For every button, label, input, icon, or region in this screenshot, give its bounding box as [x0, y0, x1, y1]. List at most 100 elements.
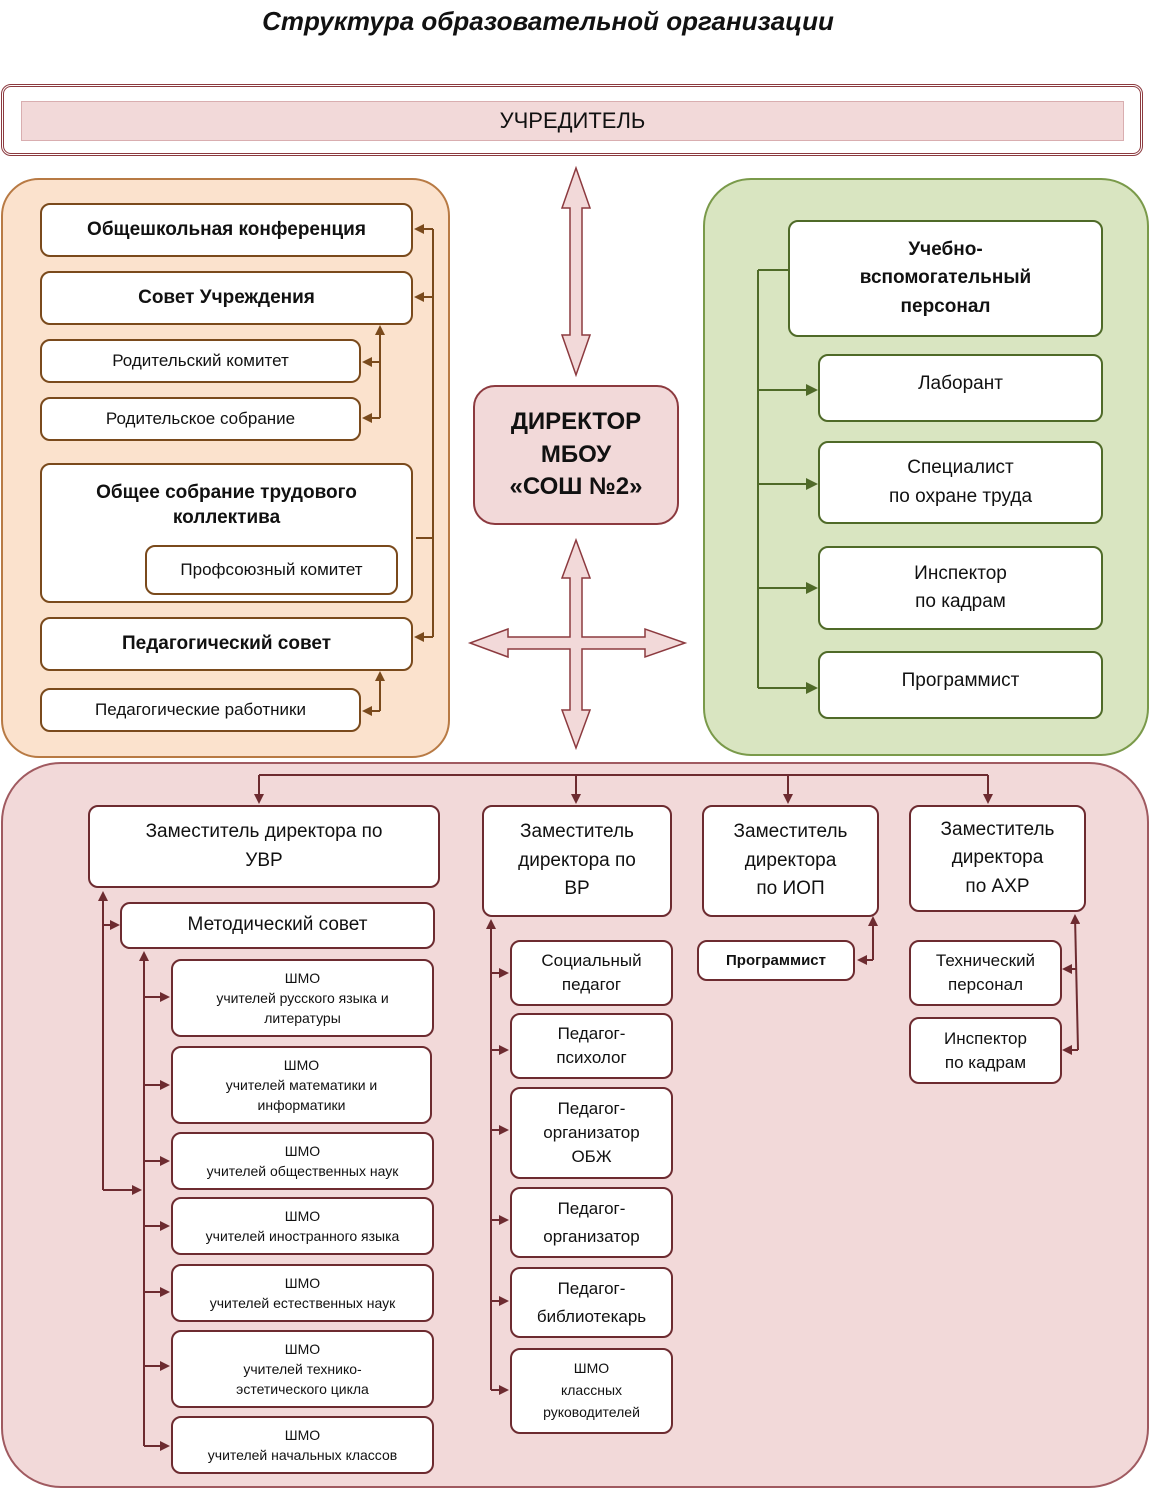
support-staff-label: Учебно-: [908, 238, 983, 260]
deputy-ahr-box: Заместитель директора по АХР: [909, 805, 1086, 912]
shmo-box: ШМО учителей русского языка и литературы: [171, 959, 434, 1037]
vr-item-box: Педагог- организатор ОБЖ: [510, 1087, 673, 1179]
vr-item-label: Педагог-: [557, 1024, 626, 1044]
deputy-iop-label: директора: [744, 849, 837, 871]
hr-inspector-label: по кадрам: [915, 591, 1006, 612]
deputies-connectors: [98, 774, 1081, 1451]
vr-item-box: Педагог- библиотекарь: [510, 1267, 673, 1338]
shmo-label: учителей технико-: [243, 1360, 362, 1377]
shmo-box: ШМО учителей технико- эстетического цикл…: [171, 1330, 434, 1408]
iop-programmer-box: Программист: [697, 940, 855, 981]
support-staff-connectors: [757, 269, 818, 694]
vr-item-label: Педагог-: [557, 1199, 626, 1219]
shmo-label: ШМО: [284, 1142, 321, 1159]
general-conference-box: Общешкольная конференция: [40, 203, 413, 257]
institution-council-label: Совет Учреждения: [138, 286, 315, 308]
vr-item-label: организатор: [543, 1123, 640, 1143]
safety-specialist-label: Специалист: [907, 457, 1014, 478]
page-title: Структура образовательной организации: [262, 6, 834, 36]
cross-arrow: [467, 537, 688, 751]
vr-item-label: педагог: [561, 975, 622, 994]
staff-meeting-label: коллектива: [172, 506, 281, 528]
ped-workers-box: Педагогические работники: [40, 688, 361, 732]
deputy-uvr-box: Заместитель директора по УВР: [88, 805, 440, 888]
director-line: «СОШ №2»: [509, 473, 643, 501]
parent-committee-label: Родительский комитет: [112, 350, 289, 370]
lab-assistant-box: Лаборант: [818, 354, 1103, 422]
programmer-box: Программист: [818, 651, 1103, 719]
shmo-label: учителей иностранного языка: [205, 1228, 400, 1244]
parent-meeting-box: Родительское собрание: [40, 397, 361, 441]
hr-inspector-label: Инспектор: [914, 562, 1007, 584]
ped-workers-label: Педагогические работники: [95, 699, 306, 719]
shmo-label: учителей начальных классов: [207, 1447, 398, 1463]
vr-item-label: ШМО: [573, 1360, 610, 1377]
vr-item-label: Социальный: [541, 951, 642, 971]
general-conference-label: Общешкольная конференция: [87, 218, 366, 240]
shmo-label: учителей русского языка и: [216, 989, 389, 1006]
shmo-label: информатики: [257, 1097, 346, 1114]
vr-item-box: ШМО классных руководителей: [510, 1348, 673, 1434]
ahr-item-label: Инспектор: [944, 1028, 1027, 1048]
founder-director-arrow: [560, 165, 592, 378]
vr-item-box: Педагог- психолог: [510, 1013, 673, 1079]
ahr-item-box: Технический персонал: [909, 940, 1062, 1006]
shmo-label: ШМО: [284, 1207, 321, 1224]
shmo-label: учителей естественных наук: [209, 1295, 396, 1311]
shmo-box: ШМО учителей общественных наук: [171, 1132, 434, 1190]
ped-council-box: Педагогический совет: [40, 617, 413, 671]
deputy-vr-label: Заместитель: [520, 821, 634, 843]
deputy-ahr-label: Заместитель: [940, 818, 1055, 840]
shmo-box: ШМО учителей естественных наук: [171, 1264, 434, 1322]
ahr-item-box: Инспектор по кадрам: [909, 1017, 1062, 1084]
deputy-vr-label: директора по: [518, 849, 636, 871]
institution-council-box: Совет Учреждения: [40, 271, 413, 325]
deputy-uvr-label: Заместитель директора по: [145, 821, 383, 842]
deputy-iop-box: Заместитель директора по ИОП: [702, 805, 879, 917]
shmo-label: учителей математики и: [225, 1076, 378, 1093]
support-staff-box: Учебно- вспомогательный персонал: [788, 220, 1103, 337]
shmo-label: эстетического цикла: [236, 1381, 369, 1398]
staff-meeting-label: Общее собрание трудового: [96, 482, 357, 503]
deputy-vr-box: Заместитель директора по ВР: [482, 805, 672, 917]
safety-specialist-box: Специалист по охране труда: [818, 441, 1103, 524]
shmo-label: ШМО: [284, 1274, 321, 1291]
trade-union-label: Профсоюзный комитет: [180, 559, 363, 579]
parent-meeting-label: Родительское собрание: [105, 408, 296, 428]
deputy-ahr-label: директора: [951, 847, 1044, 869]
shmo-box: ШМО учителей иностранного языка: [171, 1197, 434, 1255]
governance-connectors: [362, 224, 434, 716]
vr-item-box: Педагог- организатор: [510, 1187, 673, 1258]
vr-item-label: классных: [560, 1382, 623, 1399]
vr-item-label: ОБЖ: [571, 1146, 612, 1166]
founder-label: УЧРЕДИТЕЛЬ: [499, 108, 646, 133]
method-council-box: Методический совет: [120, 902, 435, 949]
trade-union-box: Профсоюзный комитет: [145, 545, 398, 595]
ahr-item-label: по кадрам: [944, 1052, 1027, 1072]
shmo-label: ШМО: [283, 1056, 320, 1073]
iop-programmer-label: Программист: [726, 951, 826, 969]
support-staff-label: вспомогательный: [859, 267, 1032, 289]
ped-council-label: Педагогический совет: [122, 632, 331, 654]
hr-inspector-box: Инспектор по кадрам: [818, 546, 1103, 630]
lab-assistant-label: Лаборант: [918, 373, 1003, 394]
vr-item-label: руководителей: [543, 1403, 640, 1420]
method-council-label: Методический совет: [187, 914, 368, 936]
vr-item-label: Педагог-: [557, 1279, 626, 1299]
director-line: ДИРЕКТОР: [510, 408, 642, 436]
deputy-iop-label: Заместитель: [733, 821, 848, 843]
parent-committee-box: Родительский комитет: [40, 339, 361, 383]
deputy-iop-label: по ИОП: [756, 878, 825, 900]
shmo-box: ШМО учителей начальных классов: [171, 1416, 434, 1474]
ahr-item-label: персонал: [947, 975, 1024, 994]
shmo-label: ШМО: [284, 1426, 321, 1443]
programmer-label: Программист: [901, 670, 1020, 691]
deputy-uvr-label: УВР: [245, 849, 283, 871]
vr-item-box: Социальный педагог: [510, 940, 673, 1006]
vr-item-label: психолог: [556, 1048, 627, 1067]
founder-box: УЧРЕДИТЕЛЬ: [21, 101, 1124, 141]
vr-item-label: библиотекарь: [536, 1306, 647, 1326]
deputy-ahr-label: по АХР: [965, 875, 1030, 897]
shmo-box: ШМО учителей математики и информатики: [171, 1046, 432, 1124]
director-line: МБОУ: [540, 440, 612, 468]
